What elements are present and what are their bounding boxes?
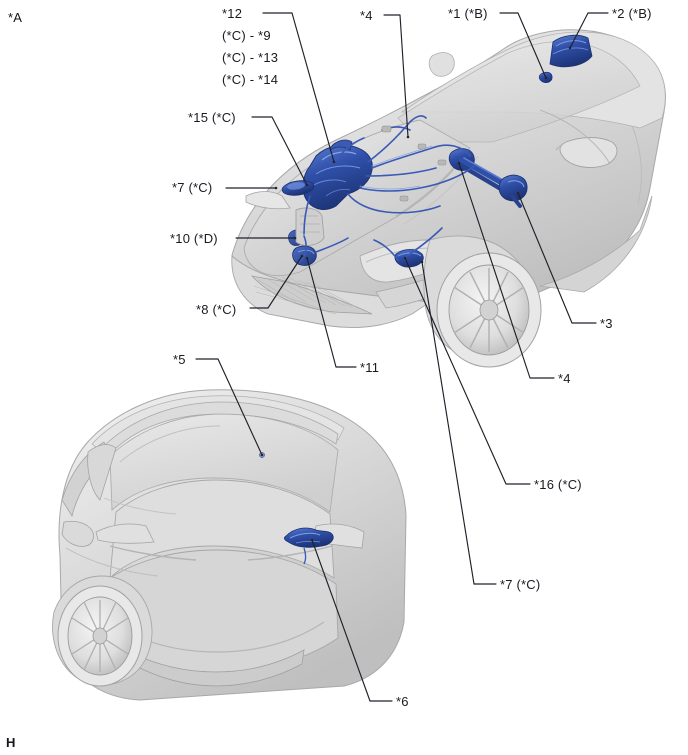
callout-label-c4a: *4 (360, 8, 373, 23)
callout-label-c7a: *7 (*C) (172, 180, 213, 195)
leader-line-c15 (251, 116, 308, 186)
callout-label-c15: *15 (*C) (188, 110, 236, 125)
callout-label-c7b: *7 (*C) (500, 577, 541, 592)
callout-label-c16: *16 (*C) (534, 477, 582, 492)
leader-line-c4b (458, 162, 555, 379)
callout-label-c9: (*C) - *9 (222, 28, 271, 43)
rear-vehicle-illustration (52, 389, 407, 701)
washer-hose-routing (299, 115, 475, 263)
callout-label-c11: *11 (360, 360, 380, 375)
callout-label-c13: (*C) - *13 (222, 50, 279, 65)
callout-label-c1: *1 (*B) (448, 6, 488, 21)
callout-label-c4b: *4 (558, 371, 571, 386)
callout-label-c6: *6 (396, 694, 409, 709)
leader-line-c12 (262, 12, 335, 163)
leader-line-c2 (569, 12, 609, 49)
leader-line-c8 (249, 255, 303, 309)
leader-line-c16 (404, 257, 531, 485)
leader-line-c6 (311, 539, 393, 702)
callout-label-c3: *3 (600, 316, 613, 331)
corner-mark-bottom-left: H (6, 735, 16, 750)
corner-mark-top-left: *A (8, 10, 23, 25)
callout-label-c8: *8 (*C) (196, 302, 237, 317)
leader-line-c4a (383, 14, 409, 138)
leader-line-c11 (306, 257, 357, 368)
leader-line-c1 (499, 12, 547, 79)
callout-label-c5: *5 (173, 352, 186, 367)
callout-label-c2: *2 (*B) (612, 6, 652, 21)
callout-label-c10: *10 (*D) (170, 231, 218, 246)
component-11-16-blue-nozzle (394, 249, 424, 268)
callout-label-c14: (*C) - *14 (222, 72, 279, 87)
component-12-washer-tank (302, 139, 373, 210)
leader-line-c7b (421, 261, 497, 585)
leader-line-c3 (517, 192, 597, 324)
leader-lines (195, 12, 609, 702)
callout-label-c12: *12 (222, 6, 243, 21)
front-vehicle-illustration (231, 29, 666, 368)
component-6-rear-washer-nozzle (284, 527, 334, 565)
leader-line-c5 (195, 358, 263, 456)
